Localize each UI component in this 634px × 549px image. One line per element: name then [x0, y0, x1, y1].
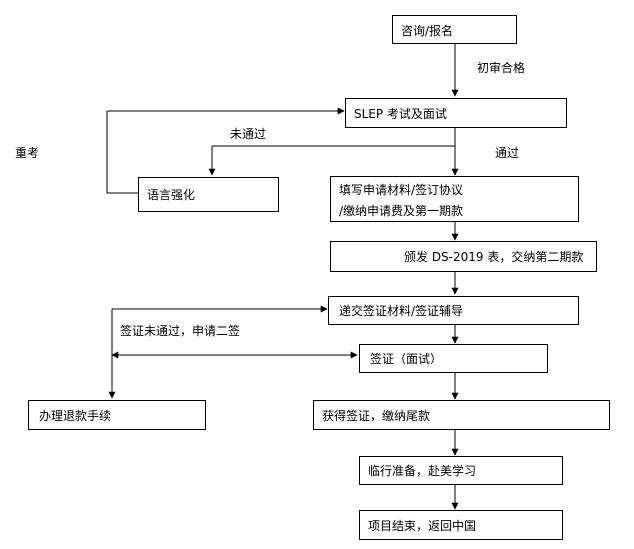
label-visa-fail: 签证未通过，申请二签 — [120, 324, 241, 338]
node-submit-materials-text: 递交签证材料/签证辅导 — [339, 304, 464, 318]
arrow-retake-loop — [106, 111, 138, 194]
node-visa-interview: 签证（面试） — [359, 344, 548, 373]
node-project-end: 项目结束，返回中国 — [359, 510, 563, 540]
node-fill-application-line2: /缴纳申请费及第一期款 — [339, 204, 464, 218]
node-slep: SLEP 考试及面试 — [345, 98, 567, 128]
node-obtain-visa-text: 获得签证，缴纳尾款 — [322, 409, 431, 423]
node-refund: 办理退款手续 — [28, 400, 206, 430]
node-consult: 咨询/报名 — [392, 15, 517, 44]
node-ds2019-text: 颁发 DS-2019 表，交纳第二期款 — [404, 250, 584, 264]
node-submit-materials: 递交签证材料/签证辅导 — [328, 296, 579, 325]
node-prepare-text: 临行准备，赴美学习 — [368, 464, 477, 478]
node-consult-text: 咨询/报名 — [401, 24, 454, 38]
node-project-end-text: 项目结束，返回中国 — [368, 519, 477, 533]
node-slep-text: SLEP 考试及面试 — [354, 107, 447, 121]
node-language-training: 语言强化 — [138, 177, 279, 212]
label-initial-pass: 初审合格 — [477, 61, 526, 75]
label-retake: 重考 — [15, 146, 40, 160]
label-not-pass: 未通过 — [230, 127, 267, 141]
node-fill-application: 填写申请材料/签订协议 /缴纳申请费及第一期款 — [330, 176, 579, 222]
node-obtain-visa: 获得签证，缴纳尾款 — [313, 400, 610, 430]
node-fill-application-line1: 填写申请材料/签订协议 — [339, 183, 464, 197]
node-visa-interview-text: 签证（面试） — [370, 352, 443, 366]
node-ds2019: 颁发 DS-2019 表，交纳第二期款 — [330, 241, 597, 272]
node-language-training-text: 语言强化 — [147, 188, 196, 202]
node-refund-text: 办理退款手续 — [39, 409, 112, 423]
node-prepare: 临行准备，赴美学习 — [359, 456, 563, 485]
label-pass: 通过 — [495, 146, 520, 160]
